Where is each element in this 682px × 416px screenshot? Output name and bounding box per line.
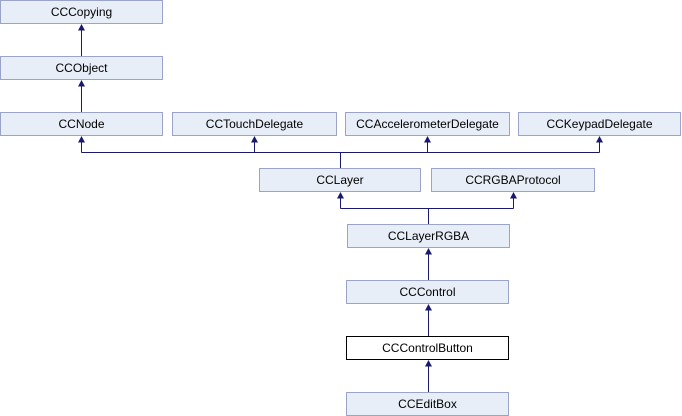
- edge-ccobject-to-cccopying: [78, 24, 85, 56]
- class-node-cccontrolbutton-current: CCControlButton: [346, 336, 509, 360]
- class-node-ccrgbaprotocol[interactable]: CCRGBAProtocol: [431, 168, 595, 192]
- class-node-ccobject[interactable]: CCObject: [0, 56, 163, 80]
- class-node-cceditbox[interactable]: CCEditBox: [346, 392, 509, 416]
- class-node-cclayerrgba[interactable]: CCLayerRGBA: [347, 224, 510, 248]
- edge-cccontrol-to-cclayerrgba: [425, 248, 432, 280]
- class-node-cccopying[interactable]: CCCopying: [0, 0, 163, 24]
- edge-cclayer-to-parents: [78, 136, 603, 168]
- edge-ccnode-to-ccobject: [78, 80, 85, 112]
- class-node-cckeypaddelegate[interactable]: CCKeypadDelegate: [518, 112, 681, 136]
- edge-cceditbox-to-cccontrolbutton: [425, 360, 432, 392]
- class-node-cctouchdelegate[interactable]: CCTouchDelegate: [172, 112, 337, 136]
- class-node-cclayer[interactable]: CCLayer: [259, 168, 421, 192]
- class-node-cccontrol[interactable]: CCControl: [346, 280, 509, 304]
- edge-cccontrolbutton-to-cccontrol: [425, 304, 432, 336]
- class-node-ccaccelerometerdelegate[interactable]: CCAccelerometerDelegate: [345, 112, 510, 136]
- edge-cclayerrgba-to-parents: [337, 192, 517, 224]
- class-node-ccnode[interactable]: CCNode: [0, 112, 163, 136]
